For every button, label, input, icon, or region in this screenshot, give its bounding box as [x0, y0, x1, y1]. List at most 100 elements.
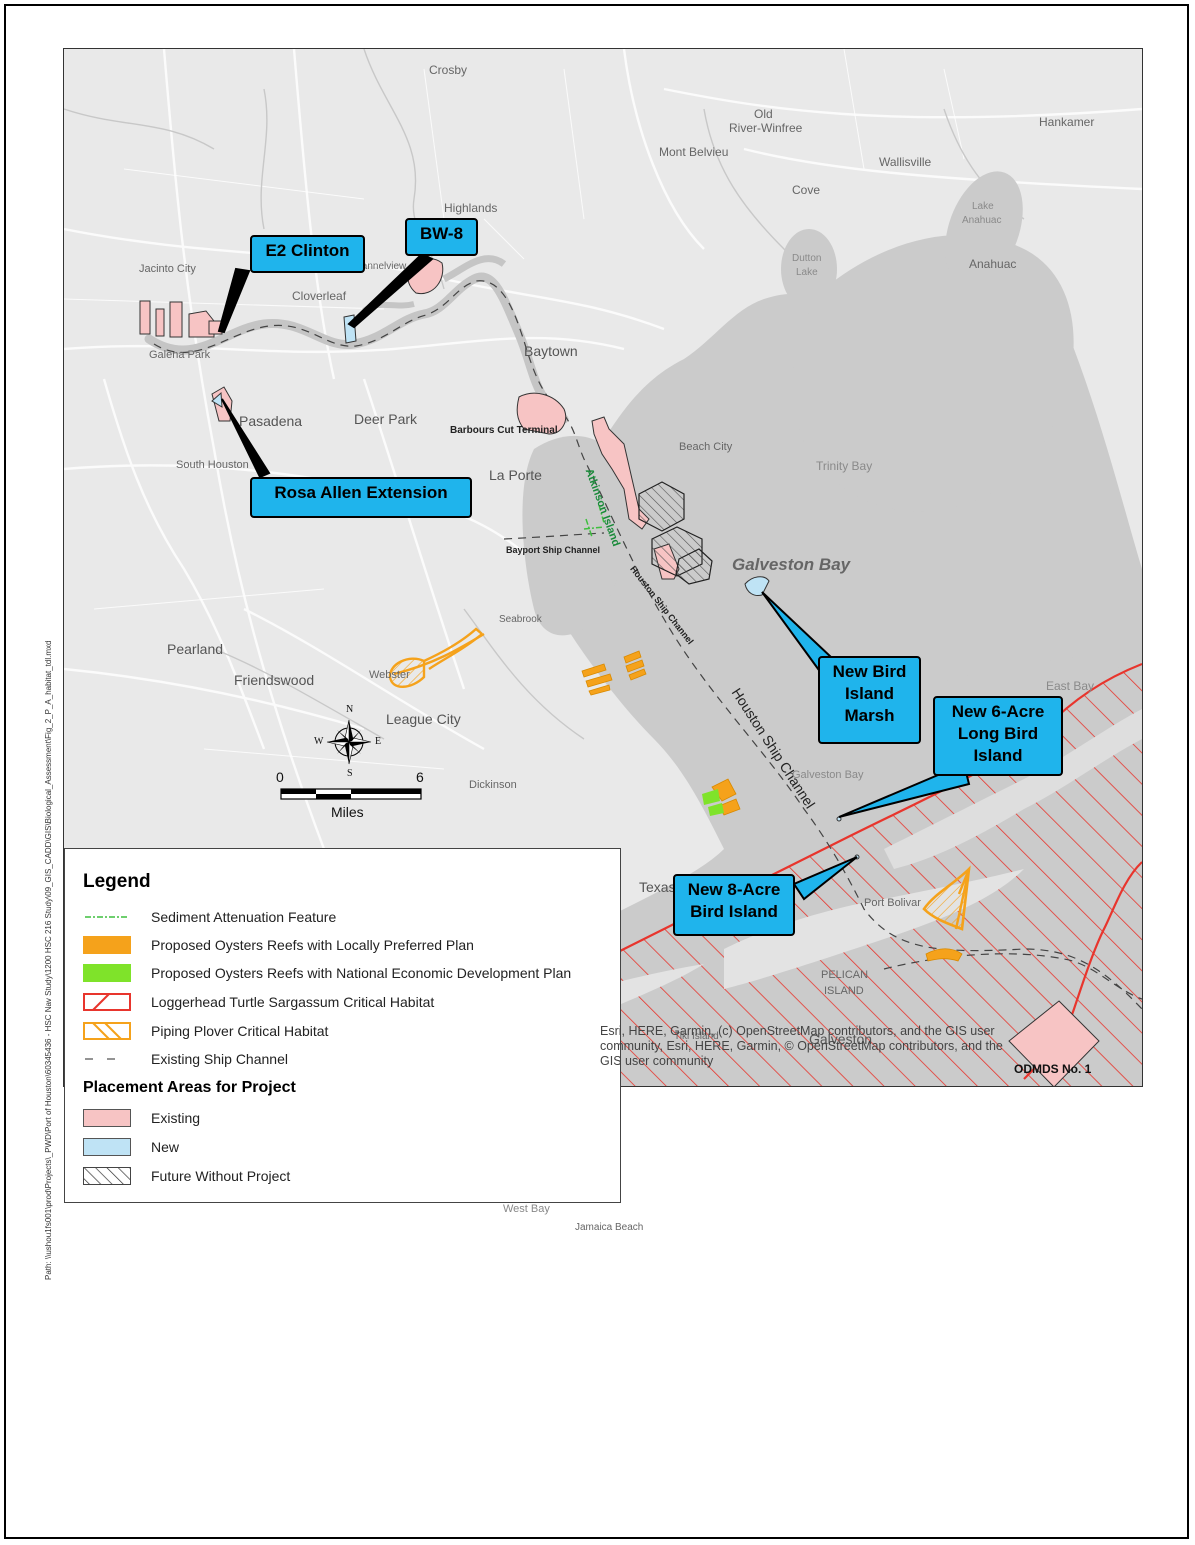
- callout-e2-clinton-text: E2 Clinton: [265, 241, 350, 260]
- callout-bw8-text: BW-8: [419, 224, 464, 243]
- credit-line1: Esri, HERE, Garmin, (c) OpenStreetMap co…: [600, 1024, 995, 1038]
- legend-label-oyster-lpp: Proposed Oysters Reefs with Locally Pref…: [151, 937, 474, 953]
- callout-new-bird-island-marsh[interactable]: New Bird Island Marsh: [818, 656, 921, 744]
- plover-habitat-outlines: [388, 627, 971, 930]
- label-odmds: ODMDS No. 1: [1014, 1062, 1092, 1076]
- compass-rose: [326, 719, 372, 765]
- label-deer-park: Deer Park: [354, 411, 418, 427]
- file-path-text: Path: \\ushou1fs001\prod\Projects\_PWD\P…: [44, 640, 53, 1280]
- page-frame: [4, 4, 1189, 1539]
- callout-marsh-line1: New Bird: [832, 662, 907, 681]
- callout-new-8-acre[interactable]: New 8-Acre Bird Island: [673, 874, 795, 936]
- callout-marsh-line2: Island: [844, 684, 895, 703]
- sediment-swatch: [85, 916, 129, 918]
- callout-new-6-acre[interactable]: New 6-Acre Long Bird Island: [933, 696, 1063, 776]
- future-placement-areas: [638, 481, 713, 585]
- oyster-reefs-ned: [702, 789, 724, 816]
- label-lake-anahuac: Anahuac: [962, 215, 1002, 226]
- label-beach-city: Beach City: [679, 441, 733, 453]
- turtle-swatch: [83, 993, 131, 1011]
- legend-item-future: Future Without Project: [83, 1165, 290, 1187]
- legend-item-plover: Piping Plover Critical Habitat: [83, 1020, 328, 1042]
- legend-label-future: Future Without Project: [151, 1168, 291, 1184]
- label-galveston-bay-2: Galveston Bay: [792, 769, 864, 781]
- label-lake: Lake: [972, 201, 994, 212]
- future-swatch: [83, 1167, 131, 1185]
- callout-marsh-line3: Marsh: [844, 706, 895, 725]
- callout-rosa-allen-text: Rosa Allen Extension: [274, 483, 448, 502]
- label-dickinson: Dickinson: [469, 779, 517, 791]
- new-swatch: [83, 1138, 131, 1156]
- label-league-city: League City: [386, 711, 461, 727]
- compass-w: W: [314, 736, 324, 747]
- legend-item-sediment: Sediment Attenuation Feature: [83, 906, 336, 928]
- label-bayport: Bayport Ship Channel: [506, 545, 601, 555]
- existing-swatch: [83, 1109, 131, 1127]
- legend-title: Legend: [83, 871, 151, 892]
- label-pearland: Pearland: [167, 641, 224, 657]
- label-pasadena: Pasadena: [239, 413, 303, 429]
- label-highlands: Highlands: [444, 201, 498, 215]
- legend-label-new: New: [151, 1139, 180, 1155]
- callout-8acre-line2: Bird Island: [690, 902, 778, 921]
- bolivar-peninsula: [884, 709, 1142, 869]
- legend-label-plover: Piping Plover Critical Habitat: [151, 1023, 329, 1039]
- label-dutton: Dutton: [792, 253, 822, 264]
- scale-six: 6: [416, 769, 424, 785]
- existing-placement-areas: [139, 258, 680, 580]
- trinity-bay-water: [792, 234, 1074, 512]
- label-galena-park: Galena Park: [149, 349, 211, 361]
- odmds-area: [1008, 1000, 1100, 1086]
- label-friendswood: Friendswood: [234, 672, 315, 688]
- label-west-bay: West Bay: [503, 1203, 550, 1215]
- label-la-porte: La Porte: [489, 467, 542, 483]
- legend-item-oyster-ned: Proposed Oysters Reefs with National Eco…: [83, 962, 571, 984]
- callout-e2-clinton[interactable]: E2 Clinton: [250, 235, 365, 273]
- plover-habitat: [922, 865, 971, 931]
- label-tiki-island: Tiki Island: [674, 1031, 719, 1042]
- ship-channel-swatch: [85, 1058, 129, 1060]
- legend-item-existing: Existing: [83, 1107, 200, 1129]
- label-barbours-cut: Barbours Cut Terminal: [450, 425, 558, 436]
- compass-s: S: [347, 768, 353, 779]
- legend-item-new: New: [83, 1136, 179, 1158]
- label-galveston: Galveston: [809, 1031, 873, 1047]
- scale-bar: [280, 788, 422, 800]
- label-baytown: Baytown: [524, 343, 578, 359]
- upper-channel-water: [144, 272, 569, 424]
- label-seabrook: Seabrook: [499, 614, 542, 625]
- label-webster: Webster: [369, 669, 410, 681]
- label-wallisville: Wallisville: [879, 155, 932, 169]
- legend-item-ship-channel: Existing Ship Channel: [83, 1048, 288, 1070]
- label-mont-belvieu: Mont Belvieu: [659, 145, 729, 159]
- label-cove: Cove: [792, 183, 821, 197]
- callout-6acre-line1: New 6-Acre: [951, 702, 1045, 721]
- compass-e: E: [375, 736, 382, 747]
- label-hankamer: Hankamer: [1039, 115, 1095, 129]
- legend-label-sediment: Sediment Attenuation Feature: [151, 909, 337, 925]
- legend-label-oyster-ned: Proposed Oysters Reefs with National Eco…: [151, 965, 572, 981]
- callout-bw8[interactable]: BW-8: [405, 218, 478, 256]
- callout-6acre-line2: Long Bird: [957, 724, 1039, 743]
- label-pelican: PELICAN: [821, 969, 869, 981]
- label-south-houston: South Houston: [176, 459, 249, 471]
- legend-item-turtle: Loggerhead Turtle Sargassum Critical Hab…: [83, 991, 434, 1013]
- label-river-winfree: River-Winfree: [729, 121, 803, 135]
- credit-line3: GIS user community: [600, 1054, 714, 1068]
- callout-6acre-line3: Island: [973, 746, 1023, 765]
- legend-label-turtle: Loggerhead Turtle Sargassum Critical Hab…: [151, 994, 435, 1010]
- label-galveston-bay: Galveston Bay: [732, 555, 851, 574]
- scale-unit: Miles: [331, 804, 364, 820]
- label-dutton-lake: Lake: [796, 267, 818, 278]
- legend-label-existing: Existing: [151, 1110, 201, 1126]
- label-old-river: Old: [754, 107, 773, 121]
- label-east-bay: East Bay: [1046, 679, 1095, 693]
- credit-line2: community, Esri, HERE, Garmin, © OpenStr…: [600, 1039, 1003, 1053]
- callout-rosa-allen[interactable]: Rosa Allen Extension: [250, 477, 472, 518]
- label-trinity-bay: Trinity Bay: [816, 459, 873, 473]
- legend-item-oyster-lpp: Proposed Oysters Reefs with Locally Pref…: [83, 934, 474, 956]
- map-credits: Esri, HERE, Garmin, (c) OpenStreetMap co…: [600, 1024, 1003, 1069]
- scale-zero: 0: [276, 769, 284, 785]
- legend-panel: Legend Sediment Attenuation Feature Prop…: [64, 848, 621, 1203]
- label-cloverleaf: Cloverleaf: [292, 289, 347, 303]
